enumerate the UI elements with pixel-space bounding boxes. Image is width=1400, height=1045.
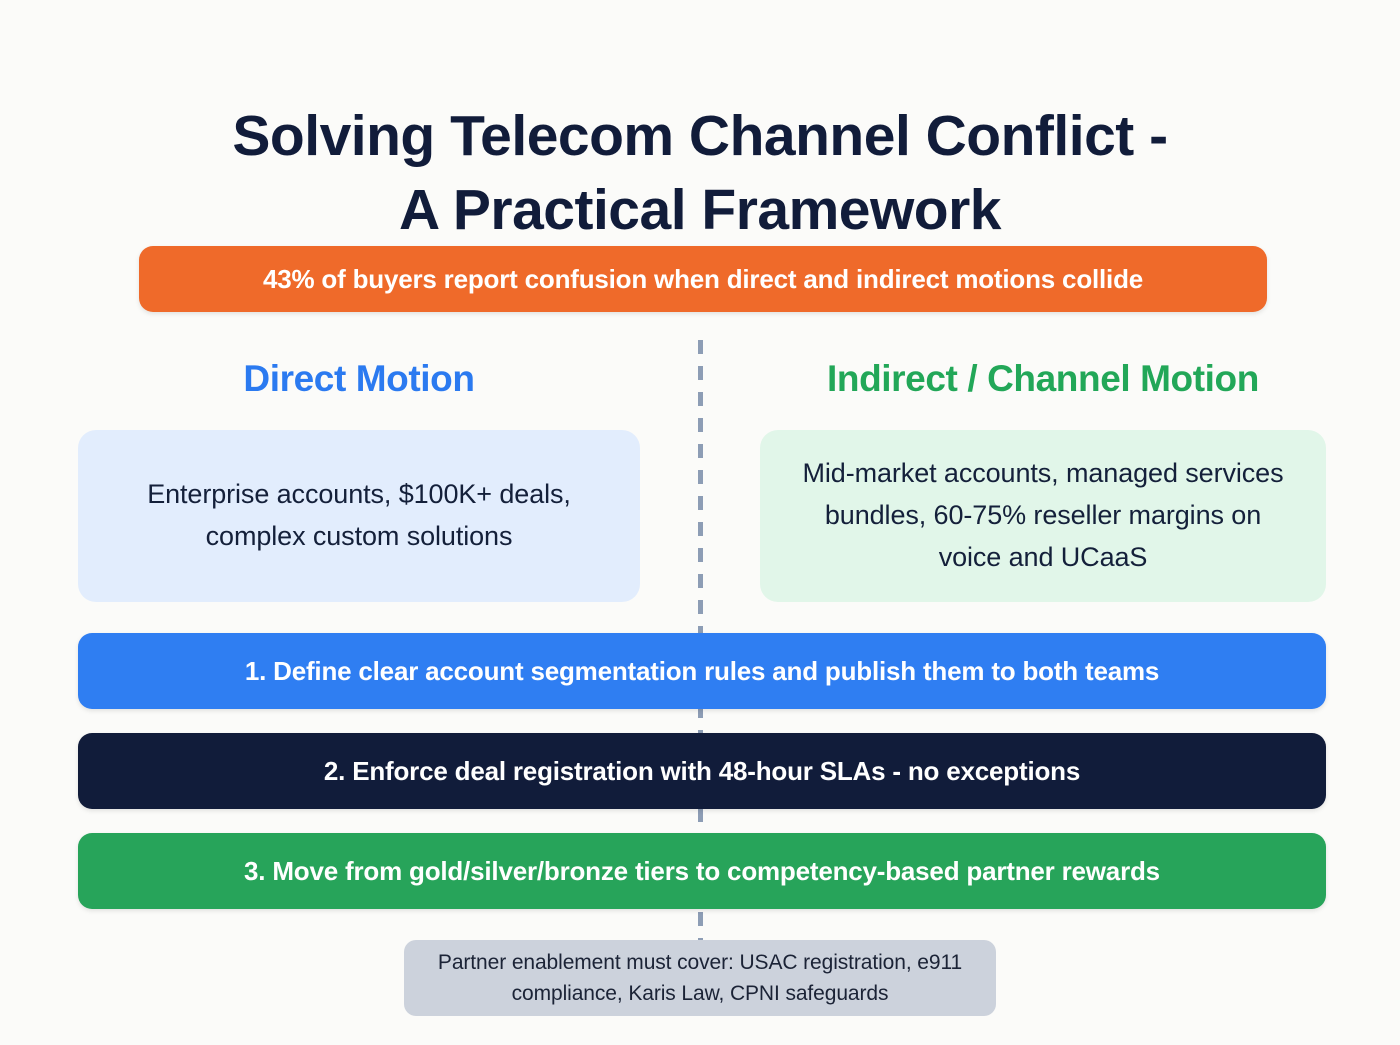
column-heading-indirect: Indirect / Channel Motion: [827, 358, 1259, 399]
stat-banner-text: 43% of buyers report confusion when dire…: [262, 263, 1144, 294]
action-step-1-text: 1. Define clear account segmentation rul…: [244, 655, 1160, 686]
footnote-text: Partner enablement must cover: USAC regi…: [437, 950, 963, 1006]
action-step-1: 1. Define clear account segmentation rul…: [78, 633, 1326, 709]
detail-card-indirect: Mid-market accounts, managed services bu…: [760, 430, 1326, 602]
stat-banner: 43% of buyers report confusion when dire…: [139, 246, 1267, 312]
detail-card-direct: Enterprise accounts, $100K+ deals, compl…: [78, 430, 640, 602]
footnote-box: Partner enablement must cover: USAC regi…: [404, 940, 996, 1016]
detail-card-indirect-text: Mid-market accounts, managed services bu…: [802, 458, 1284, 572]
detail-card-direct-text: Enterprise accounts, $100K+ deals, compl…: [147, 479, 571, 551]
action-step-3-text: 3. Move from gold/silver/bronze tiers to…: [244, 855, 1160, 886]
column-heading-direct: Direct Motion: [243, 358, 475, 399]
action-step-2-text: 2. Enforce deal registration with 48-hou…: [323, 755, 1081, 786]
action-step-3: 3. Move from gold/silver/bronze tiers to…: [78, 833, 1326, 909]
page-title: Solving Telecom Channel Conflict - A Pra…: [232, 104, 1168, 242]
action-step-2: 2. Enforce deal registration with 48-hou…: [78, 733, 1326, 809]
